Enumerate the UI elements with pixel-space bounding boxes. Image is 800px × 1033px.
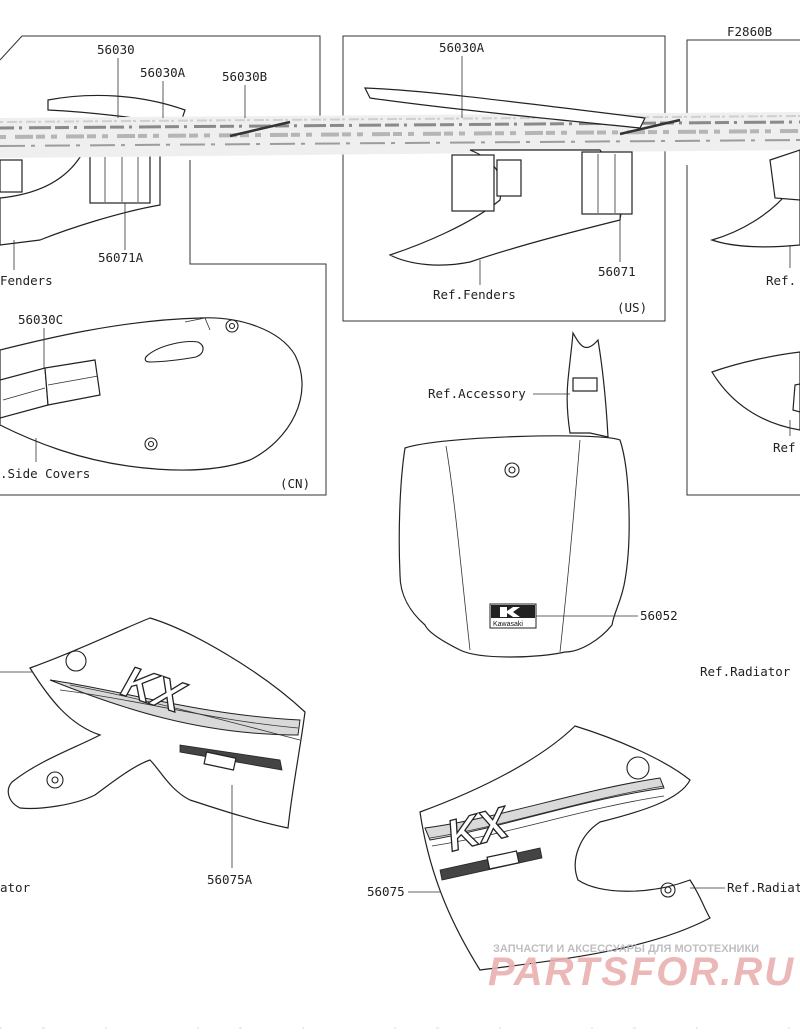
watermark-brand: PARTSFOR.RU xyxy=(488,950,795,994)
kawasaki-logo-text: Kawasaki xyxy=(493,621,523,628)
label-side-covers: .Side Covers xyxy=(0,466,90,481)
frame-middle-fenders xyxy=(342,35,666,322)
label-ref-accessory: Ref.Accessory xyxy=(428,386,526,401)
fender-decal-left xyxy=(0,94,186,246)
label-fenders-left: Fenders xyxy=(0,273,53,288)
watermark-tagline: ЗАПЧАСТИ И АКСЕССУАРЫ ДЛЯ МОТОТЕХНИКИ xyxy=(493,943,759,955)
right-mid-part xyxy=(711,351,800,431)
label-56030C: 56030C xyxy=(18,312,63,327)
label-ref-radiator-top: Ref.Radiator xyxy=(700,664,791,679)
label-ref-right-mid: Ref xyxy=(773,440,796,455)
front-number-plate: Kawasaki xyxy=(398,331,630,658)
label-56071A: 56071A xyxy=(98,250,144,265)
label-56030: 56030 xyxy=(97,42,135,57)
label-56030A-left: 56030A xyxy=(140,65,186,80)
label-ref-radiator-bottom: Ref.Radiato xyxy=(727,880,800,895)
fender-decal-right xyxy=(710,149,800,248)
label-56030A-mid: 56030A xyxy=(439,40,485,55)
label-56030B: 56030B xyxy=(222,69,267,84)
label-56075A: 56075A xyxy=(207,872,253,887)
label-us: (US) xyxy=(617,300,647,315)
label-56075: 56075 xyxy=(367,884,405,899)
label-56071: 56071 xyxy=(598,264,636,279)
label-ref-fenders-mid: Ref.Fenders xyxy=(433,287,516,302)
label-ator: ator xyxy=(0,880,31,895)
radiator-shroud-left: KX xyxy=(7,617,306,829)
label-ref-right-top: Ref. xyxy=(766,273,796,288)
scan-noise-band xyxy=(0,112,800,158)
fender-decal-middle xyxy=(364,87,646,266)
radiator-shroud-right: KX xyxy=(419,725,711,971)
label-cn: (CN) xyxy=(280,476,310,491)
watermark: ЗАПЧАСТИ И АКСЕССУАРЫ ДЛЯ МОТОТЕХНИКИ PA… xyxy=(488,943,795,994)
label-56052: 56052 xyxy=(640,608,678,623)
figure-code: F2860B xyxy=(727,24,772,39)
side-cover-decal xyxy=(0,317,303,471)
frame-right xyxy=(686,39,800,496)
frame-left-fenders xyxy=(0,35,327,496)
